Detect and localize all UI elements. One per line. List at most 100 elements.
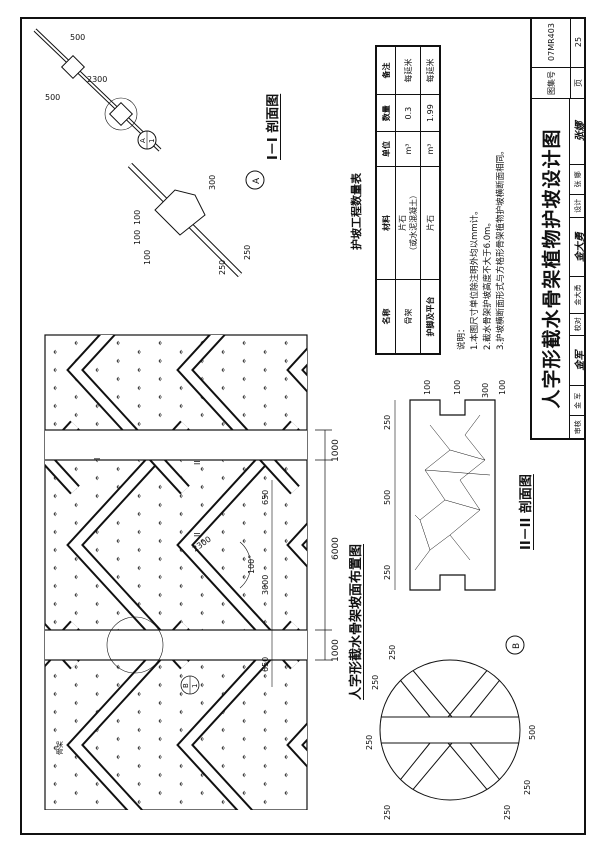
vegetation-mark bbox=[284, 520, 288, 526]
s1-callout-letter: A bbox=[139, 138, 147, 143]
vegetation-mark bbox=[116, 574, 120, 580]
vegetation-mark bbox=[95, 475, 99, 481]
vegetation-mark bbox=[95, 421, 99, 427]
vegetation-mark bbox=[242, 772, 246, 778]
vegetation-mark bbox=[116, 772, 120, 778]
strip-band bbox=[45, 629, 307, 661]
vegetation-mark bbox=[200, 502, 204, 508]
vegetation-mark bbox=[242, 718, 246, 724]
vegetation-mark bbox=[158, 736, 162, 742]
vegetation-mark bbox=[53, 493, 57, 499]
vegetation-mark bbox=[200, 664, 204, 670]
vegetation-mark bbox=[221, 421, 225, 427]
vegetation-mark bbox=[158, 340, 162, 346]
vegetation-mark bbox=[263, 403, 267, 409]
vegetation-mark bbox=[74, 556, 78, 562]
vegetation-mark bbox=[74, 772, 78, 778]
vegetation-mark bbox=[200, 682, 204, 688]
chevron-rib bbox=[178, 421, 299, 669]
detail-a-letter: A bbox=[252, 177, 262, 184]
vegetation-mark bbox=[137, 493, 141, 499]
vegetation-mark bbox=[158, 502, 162, 508]
chevron-rib bbox=[68, 621, 189, 810]
vegetation-mark bbox=[200, 538, 204, 544]
vegetation-mark bbox=[74, 682, 78, 688]
vegetation-mark bbox=[263, 691, 267, 697]
drawing-title: 人字形截水骨架植物护坡设计图 bbox=[532, 98, 570, 438]
name-design: 张 娜 bbox=[570, 163, 586, 195]
vegetation-mark bbox=[242, 754, 246, 760]
vegetation-mark bbox=[95, 547, 99, 553]
vegetation-mark bbox=[242, 466, 246, 472]
vegetation-mark bbox=[116, 394, 120, 400]
vegetation-mark bbox=[200, 772, 204, 778]
vegetation-mark bbox=[158, 376, 162, 382]
vegetation-mark bbox=[116, 736, 120, 742]
vegetation-mark bbox=[53, 529, 57, 535]
vegetation-mark bbox=[158, 700, 162, 706]
vegetation-mark bbox=[263, 601, 267, 607]
vegetation-mark bbox=[242, 340, 246, 346]
page-label: 页 bbox=[570, 67, 586, 98]
vegetation-mark bbox=[53, 691, 57, 697]
vegetation-mark bbox=[74, 502, 78, 508]
header-qty: 数量 bbox=[376, 94, 396, 132]
vegetation-mark bbox=[179, 403, 183, 409]
vegetation-mark bbox=[137, 727, 141, 733]
vegetation-mark bbox=[158, 790, 162, 796]
vegetation-mark bbox=[137, 781, 141, 787]
vegetation-mark bbox=[74, 664, 78, 670]
cell-qty: 1.99 bbox=[420, 94, 440, 132]
vegetation-mark bbox=[284, 592, 288, 598]
vegetation-mark bbox=[221, 565, 225, 571]
name-review: 金 军 bbox=[570, 385, 586, 416]
cell-note: 每延米 bbox=[395, 46, 421, 95]
section-2-drawing: 250 500 250 100 100 300 100 bbox=[383, 380, 507, 591]
vegetation-mark bbox=[179, 385, 183, 391]
callout-b-letter: B bbox=[182, 683, 190, 688]
skeleton-ribs bbox=[45, 335, 307, 810]
vegetation-mark bbox=[116, 538, 120, 544]
vegetation-mark bbox=[116, 754, 120, 760]
vegetation-mark bbox=[221, 367, 225, 373]
vegetation-mark bbox=[221, 727, 225, 733]
s2-dim-4: 100 bbox=[453, 380, 462, 395]
s1-dim-0: 500 bbox=[45, 93, 60, 102]
vegetation-mark bbox=[137, 691, 141, 697]
vegetation-mark bbox=[53, 745, 57, 751]
chevron-rib bbox=[178, 621, 299, 810]
s1-dim-2: 500 bbox=[70, 33, 85, 42]
plan-outer-dimensions: 1000 6000 1000 bbox=[315, 429, 340, 662]
vegetation-mark bbox=[179, 799, 183, 805]
vegetation-mark bbox=[116, 718, 120, 724]
vegetation-mark bbox=[284, 754, 288, 760]
vegetation-mark bbox=[284, 736, 288, 742]
vegetation-mark bbox=[263, 565, 267, 571]
detail-a-drawing: 100 100 100 300 250 250 A bbox=[127, 162, 265, 278]
vegetation-mark bbox=[263, 385, 267, 391]
vegetation-mark bbox=[95, 745, 99, 751]
vegetation-mark bbox=[221, 601, 225, 607]
vegetation-mark bbox=[53, 547, 57, 553]
vegetation-mark bbox=[137, 547, 141, 553]
vegetation-mark bbox=[263, 367, 267, 373]
vegetation-mark bbox=[137, 403, 141, 409]
vegetation-mark bbox=[74, 412, 78, 418]
da-dim-1: 100 bbox=[133, 210, 142, 225]
dim-strip-b: 1000 bbox=[331, 639, 340, 662]
atlas-number: 07MR403 bbox=[546, 23, 556, 61]
title-block: 人字形截水骨架植物护坡设计图 审核 金 军 金军 校对 金大勇 金大勇 设计 张… bbox=[530, 17, 586, 440]
vegetation-mark bbox=[116, 376, 120, 382]
vegetation-mark bbox=[284, 466, 288, 472]
vegetation-mark bbox=[263, 763, 267, 769]
vegetation-mark bbox=[116, 466, 120, 472]
vegetation-mark bbox=[221, 385, 225, 391]
vegetation-mark bbox=[179, 763, 183, 769]
cell-material: 片石 bbox=[420, 166, 440, 280]
vegetation-mark bbox=[74, 466, 78, 472]
vegetation-mark bbox=[137, 511, 141, 517]
vegetation-mark bbox=[53, 673, 57, 679]
header-unit: 单位 bbox=[376, 131, 396, 167]
vegetation-mark bbox=[200, 700, 204, 706]
vegetation-mark bbox=[200, 412, 204, 418]
